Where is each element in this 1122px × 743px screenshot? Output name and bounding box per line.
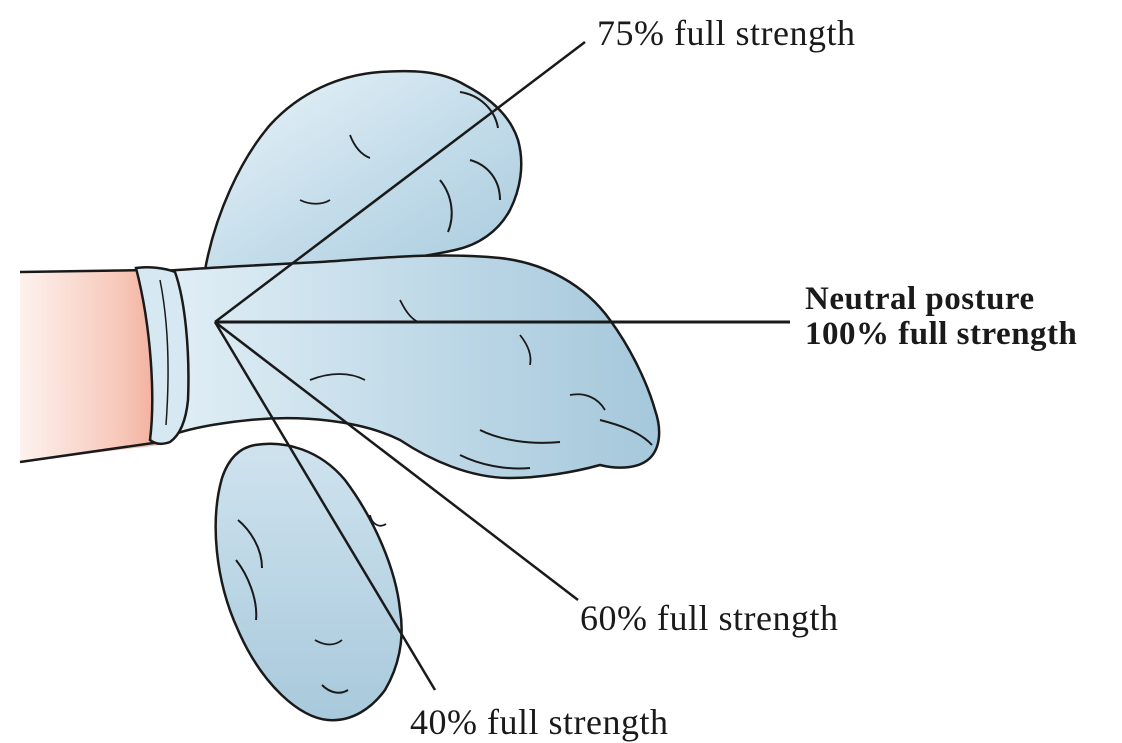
label-60-percent: 60% full strength bbox=[580, 600, 838, 636]
hand-neutral-100 bbox=[150, 255, 659, 478]
label-40-percent: 40% full strength bbox=[410, 704, 668, 740]
label-neutral-posture: Neutral posture 100% full strength bbox=[805, 282, 1077, 351]
hand-extended-75 bbox=[205, 71, 521, 272]
hand-flexed-40 bbox=[216, 444, 402, 720]
forearm bbox=[20, 270, 160, 462]
label-neutral-title: Neutral posture bbox=[805, 282, 1077, 317]
label-75-percent: 75% full strength bbox=[597, 15, 855, 51]
label-neutral-strength: 100% full strength bbox=[805, 317, 1077, 352]
